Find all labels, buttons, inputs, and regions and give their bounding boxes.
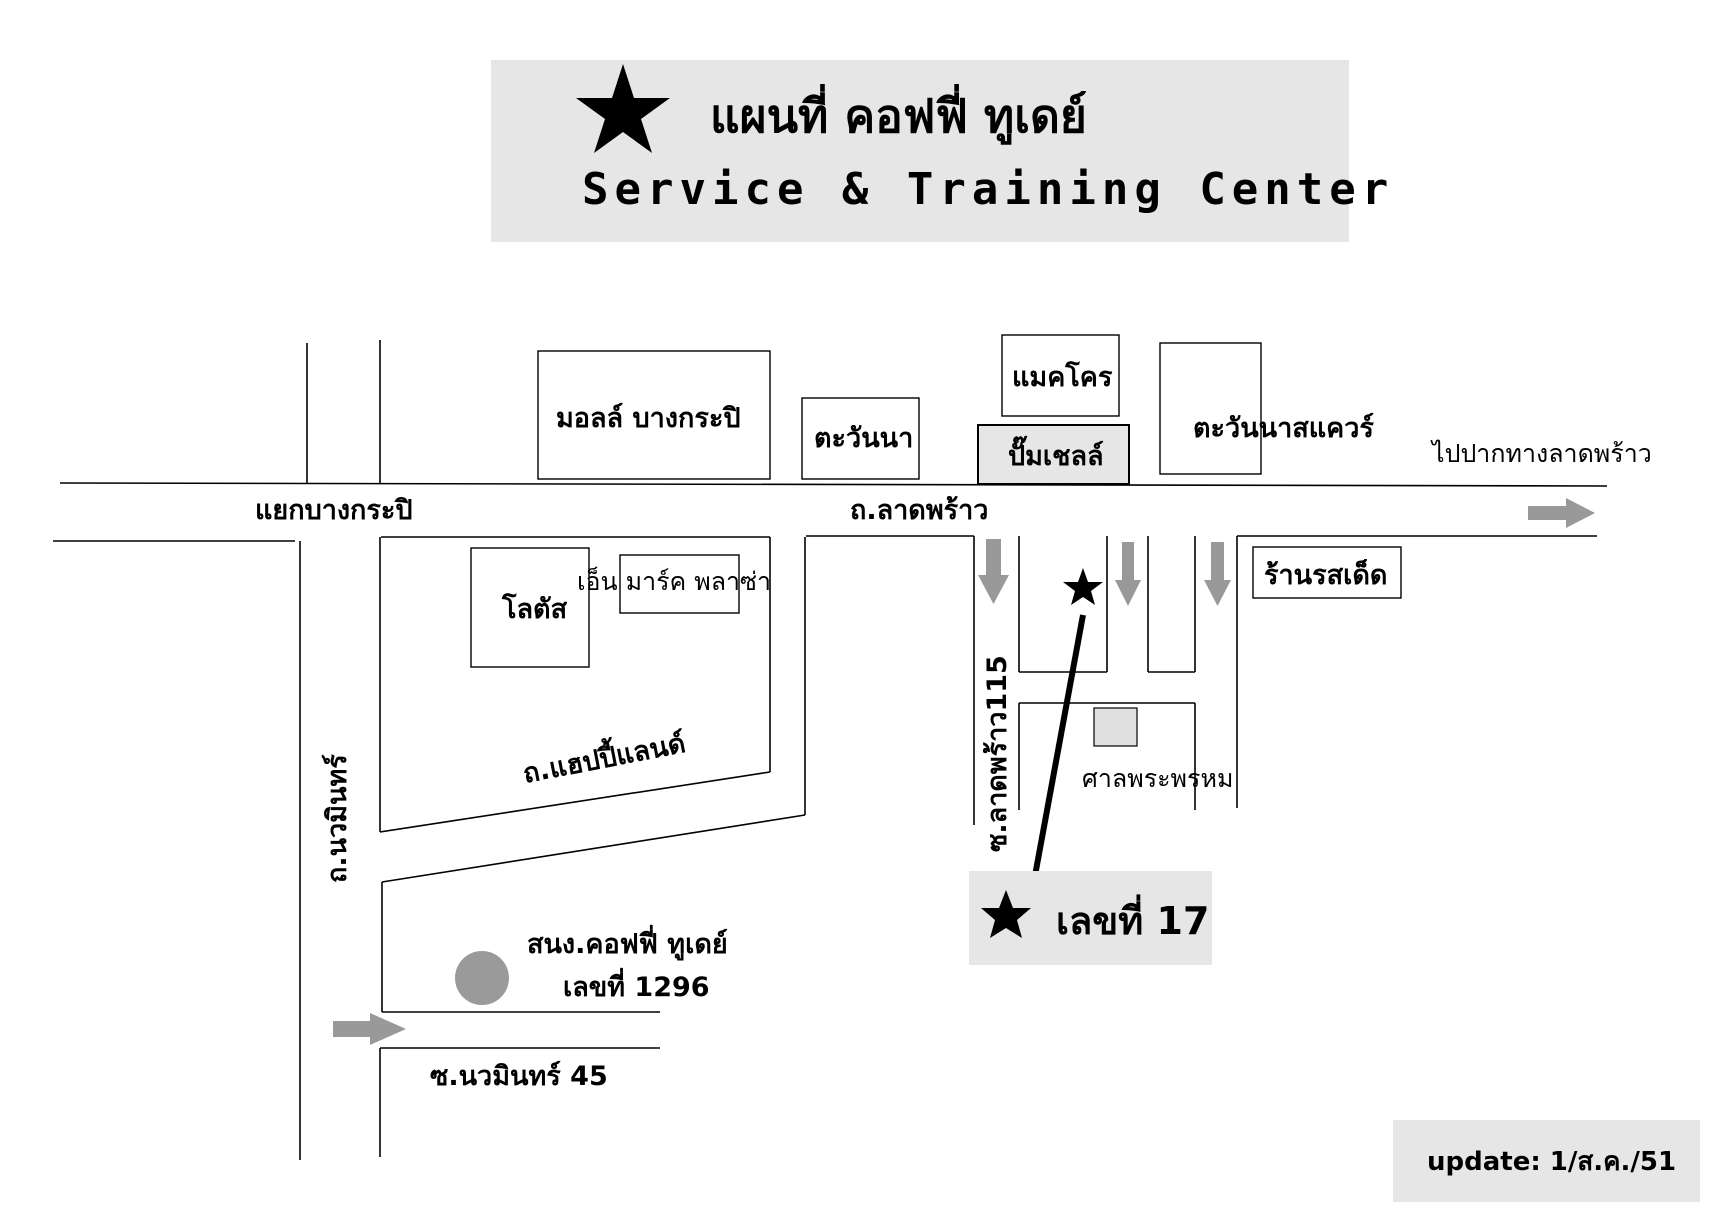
pointer-line (1029, 614, 1086, 893)
arrow-right-icon (1528, 498, 1595, 528)
road-label-soi-nawamin-45: ซ.นวมินทร์ 45 (430, 1060, 608, 1092)
title-panel: แผนที่ คอฟฟี่ ทูเดย์ Service & Training … (491, 60, 1394, 242)
road-label-to-lat-phrao: ไปปากทางลาดพร้าว (1430, 439, 1652, 468)
title-english: Service & Training Center (582, 164, 1394, 215)
road-label-lat-phrao: ถ.ลาดพร้าว (850, 495, 988, 526)
arrow-right-icon (333, 1013, 406, 1045)
landmark-gas-station: ปั๊มเชลล์ (977, 424, 1130, 485)
landmark-shrine-label: ศาลพระพรหม (1082, 764, 1233, 793)
destination-label: เลขที่ 17 (1056, 894, 1209, 943)
road-label-happy-land: ถ.แฮปปี้แลนด์ (519, 722, 688, 790)
landmark-tawanna: ตะวันนา (801, 397, 920, 480)
landmark-tawanna-square-label: ตะวันนาสแควร์ (1193, 412, 1374, 444)
road-label-soi-lat-phrao-115: ซ.ลาดพร้าว115 (982, 655, 1013, 852)
landmark-lotus-label: โลตัส (501, 592, 568, 625)
landmark-mall-label: มอลล์ บางกระปิ (556, 402, 740, 434)
landmark-n-mark-plaza-label: เอ็น มาร์ค พลาซ่า (577, 566, 771, 596)
landmark-tawanna-square: ตะวันนาสแควร์ (1159, 342, 1374, 475)
direction-arrows (333, 498, 1595, 1045)
arrow-down-icon (1115, 542, 1141, 606)
title-thai: แผนที่ คอฟฟี่ ทูเดย์ (710, 84, 1087, 145)
landmark-tawanna-label: ตะวันนา (814, 423, 913, 454)
roads (53, 340, 1608, 1160)
head-office-name: สนง.คอฟฟี่ ทูเดย์ (527, 924, 728, 961)
update-panel: update: 1/ส.ค./51 (1393, 1120, 1700, 1202)
head-office-dot-icon (455, 951, 509, 1005)
head-office-number: เลขที่ 1296 (563, 967, 710, 1003)
head-office: สนง.คอฟฟี่ ทูเดย์ เลขที่ 1296 (455, 924, 728, 1005)
landmark-n-mark-plaza: เอ็น มาร์ค พลาซ่า (577, 554, 771, 614)
destination-star-icon (1063, 568, 1103, 605)
landmark-ros-det: ร้านรสเด็ด (1252, 546, 1402, 599)
landmark-gas-station-label: ปั๊มเชลล์ (1008, 436, 1104, 472)
landmark-lotus: โลตัส (470, 547, 590, 668)
road-label-bang-kapi-junction: แยกบางกระปิ (255, 495, 413, 526)
destination-label-star-icon (981, 890, 1031, 938)
landmark-mall: มอลล์ บางกระปิ (537, 350, 771, 480)
landmark-shrine: ศาลพระพรหม (1082, 707, 1233, 793)
arrow-down-icon (1204, 542, 1231, 606)
landmark-ros-det-label: ร้านรสเด็ด (1264, 557, 1387, 591)
title-star-icon (576, 64, 670, 153)
road-label-nawamin: ถ.นวมินทร์ (321, 754, 353, 883)
landmark-makro: แมคโคร (1001, 334, 1120, 417)
update-text: update: 1/ส.ค./51 (1427, 1147, 1676, 1177)
arrow-down-icon (978, 539, 1009, 604)
destination-panel: เลขที่ 17 (969, 871, 1212, 965)
landmark-makro-label: แมคโคร (1012, 360, 1113, 393)
